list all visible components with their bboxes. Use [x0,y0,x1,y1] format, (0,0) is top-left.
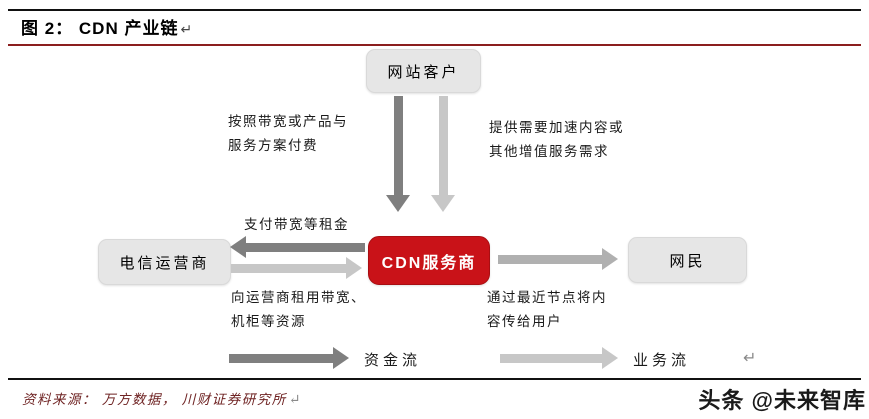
label-pay-rent: 支付带宽等租金 [244,217,349,232]
label-pay-by-bandwidth: 按照带宽或产品与 服务方案付费 [228,114,348,153]
legend-business-flow-label: 业务流 [633,352,691,369]
watermark: 头条 @未来智库 [698,388,866,413]
source-note: 资料来源： 万方数据， 川财证券研究所↵ [22,388,302,409]
source-return-mark-icon: ↵ [288,393,302,408]
node-telecom-operator-label: 电信运营商 [119,254,210,272]
node-cdn-provider-label: CDN服务商 [381,254,477,272]
top-rule [8,9,861,11]
node-website-customer-label: 网站客户 [387,63,460,81]
bottom-rule [8,378,861,380]
arrow-left-dark-icon [230,235,365,259]
label-provide-acceleration: 提供需要加速内容或 其他增值服务需求 [489,120,624,159]
figure-title: 图 2： CDN 产业链↵ [21,14,193,39]
node-netizen-label: 网民 [669,252,706,270]
legend-capital-flow-arrow-icon [229,346,349,370]
return-mark-icon: ↵ [180,21,194,37]
arrow-right-light-icon [231,256,362,280]
arrow-down-light-icon [431,96,455,212]
label-rent-bandwidth-cabinet: 向运营商租用带宽、 机柜等资源 [231,290,366,329]
arrow-down-dark-icon [386,96,410,212]
node-telecom-operator: 电信运营商 [98,239,231,285]
label-deliver-via-nearest-node: 通过最近节点将内 容传给用户 [487,290,607,329]
arrow-right-mid-icon [498,247,618,271]
node-cdn-provider: CDN服务商 [368,236,490,285]
legend-capital-flow-label: 资金流 [364,352,422,369]
node-website-customer: 网站客户 [366,49,481,93]
title-red-rule [8,44,861,46]
legend-business-flow-arrow-icon [500,346,618,370]
node-netizen: 网民 [628,237,747,283]
source-note-text: 资料来源： 万方数据， 川财证券研究所 [22,392,287,407]
figure-title-text: 图 2： CDN 产业链 [21,19,179,38]
legend-return-mark-icon: ↵ [743,350,757,367]
